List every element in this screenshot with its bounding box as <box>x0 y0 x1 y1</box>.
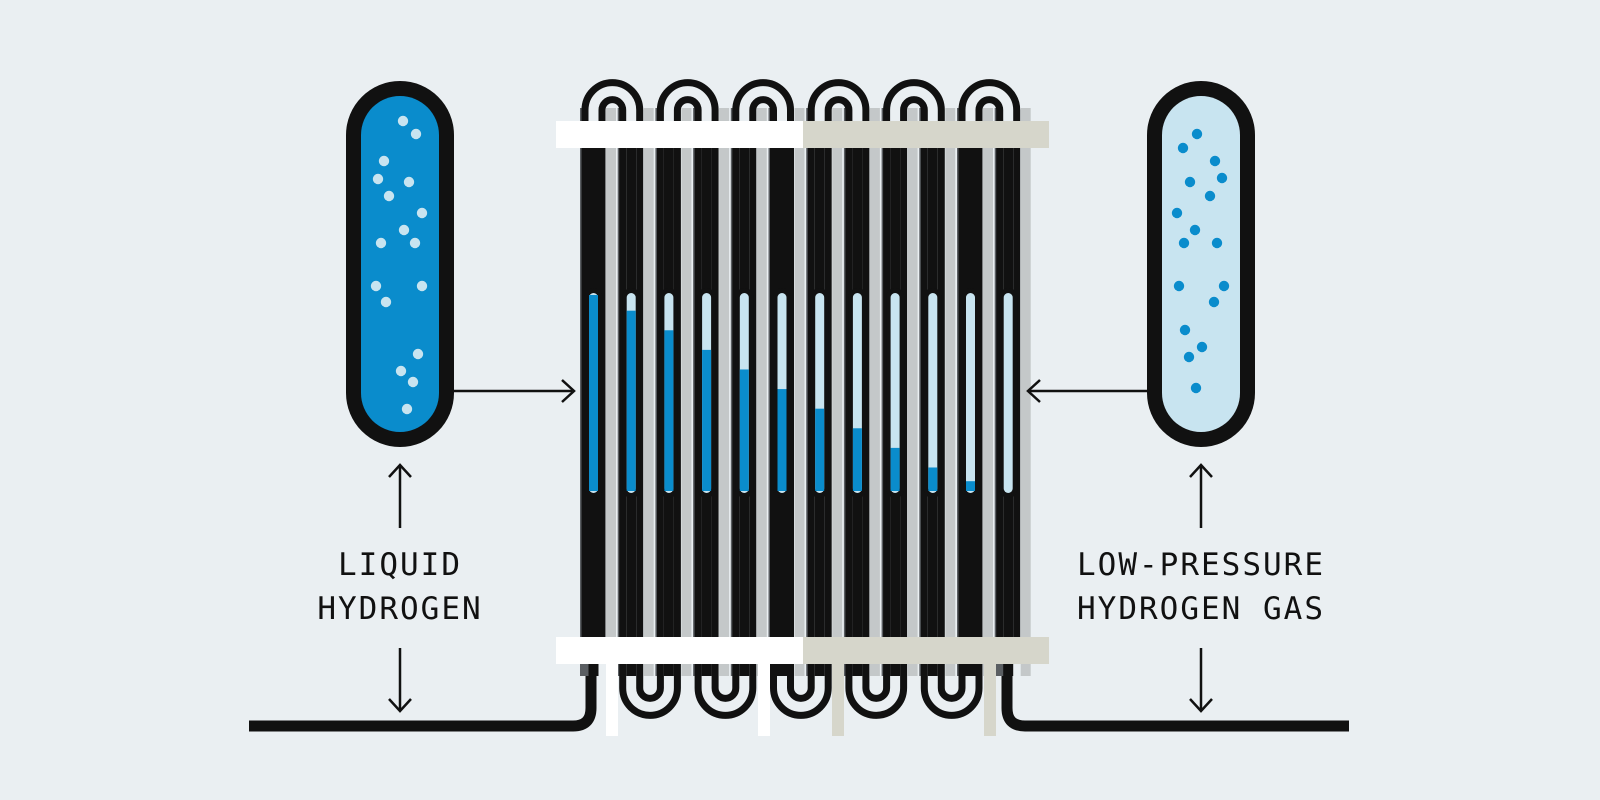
tube-stripe-light <box>1020 108 1031 676</box>
tube-stripe-light <box>719 108 730 676</box>
exchanger-tubes <box>581 79 1021 719</box>
arrow-down-liquid <box>388 648 412 713</box>
tube-gauge-liquid <box>852 428 862 491</box>
inlet-pipe <box>249 662 597 732</box>
header-foot <box>758 664 770 736</box>
gas-bubble <box>1218 280 1230 292</box>
gas-bubble <box>1177 142 1189 154</box>
gas-bubbles <box>1171 128 1230 394</box>
tube-gauge-gas <box>966 293 975 493</box>
tube-stripe-light <box>794 108 805 676</box>
gas-bubble <box>1209 155 1221 167</box>
tube-gauge-liquid <box>966 481 975 491</box>
tube-gauge-liquid <box>739 369 749 491</box>
tube-stripe-light <box>643 108 654 676</box>
liquid-bubble <box>416 207 428 219</box>
liquid-bubble <box>401 403 413 415</box>
tube-gauge-gas <box>928 293 938 493</box>
tube-gauge-liquid <box>589 295 598 491</box>
liquid-bubble <box>380 296 392 308</box>
liquid-bubble <box>395 365 407 377</box>
liquid-bubble <box>416 280 428 292</box>
gas-bubble <box>1171 207 1183 219</box>
gas-bubble <box>1191 128 1203 140</box>
liquid-hydrogen-label-line1: LIQUID <box>338 547 462 583</box>
gas-tank <box>1147 81 1255 447</box>
liquid-bubble <box>407 376 419 388</box>
tube-stripe-light <box>606 108 616 676</box>
top-header <box>556 121 1049 148</box>
liquid-bubble <box>378 155 390 167</box>
tube-gauge-liquid <box>928 467 938 491</box>
tube-gauge-gas <box>890 293 900 493</box>
tube-stripe-light <box>756 108 767 676</box>
liquid-bubble <box>398 224 410 236</box>
liquid-bubble <box>410 128 422 140</box>
liquid-bubble <box>375 237 387 249</box>
outlet-pipe <box>1001 662 1349 732</box>
gas-bubble <box>1208 296 1220 308</box>
gas-bubble <box>1196 341 1208 353</box>
liquid-hydrogen-label-line2: HYDROGEN <box>317 591 482 627</box>
liquid-bubble <box>412 348 424 360</box>
tube-gauge-liquid <box>890 447 900 491</box>
liquid-bubble <box>403 176 415 188</box>
liquid-bubble <box>370 280 382 292</box>
header-foot <box>832 664 844 736</box>
tube-gauge-liquid <box>664 330 674 491</box>
arrow-up-liquid <box>388 463 412 528</box>
liquid-bubble <box>372 173 384 185</box>
gas-label-line1: LOW-PRESSURE <box>1077 547 1325 583</box>
gas-bubble <box>1216 172 1228 184</box>
gas-bubble <box>1179 324 1191 336</box>
liquid-hydrogen-tank <box>346 81 454 447</box>
tube-stripe-light <box>832 108 843 676</box>
tube-stripe-light <box>869 108 880 676</box>
gas-bubble <box>1178 237 1190 249</box>
gas-bubble <box>1211 237 1223 249</box>
header-foot <box>606 664 618 736</box>
tube-stripe-light <box>907 108 918 676</box>
gas-bubble <box>1204 190 1216 202</box>
arrow-up-gas <box>1189 463 1213 528</box>
liquid-bubble <box>397 115 409 127</box>
tube-stripe-light <box>945 108 956 676</box>
gas-bubble <box>1184 176 1196 188</box>
arrow-liquid-to-exchanger <box>454 379 576 403</box>
tube-gauge-liquid <box>626 310 636 491</box>
liquid-bubbles <box>370 115 428 415</box>
bottom-header <box>556 637 1049 664</box>
gas-bubble <box>1189 224 1201 236</box>
gas-label-line2: HYDROGEN GAS <box>1077 591 1325 627</box>
header-foot <box>984 664 996 736</box>
arrow-down-gas <box>1189 648 1213 713</box>
tube-stripe-light <box>983 108 993 676</box>
tube-gauge-liquid <box>702 349 712 491</box>
tube-stripe-light <box>681 108 692 676</box>
arrow-gas-to-exchanger <box>1026 379 1147 403</box>
tube-gauge-gas <box>1003 293 1013 493</box>
gas-bubble <box>1173 280 1185 292</box>
liquid-bubble <box>409 237 421 249</box>
tube-gauge-liquid <box>815 408 825 491</box>
gas-bubble <box>1183 351 1195 363</box>
liquid-bubble <box>383 190 395 202</box>
gas-bubble <box>1190 382 1202 394</box>
tube-gauge-liquid <box>777 389 787 491</box>
